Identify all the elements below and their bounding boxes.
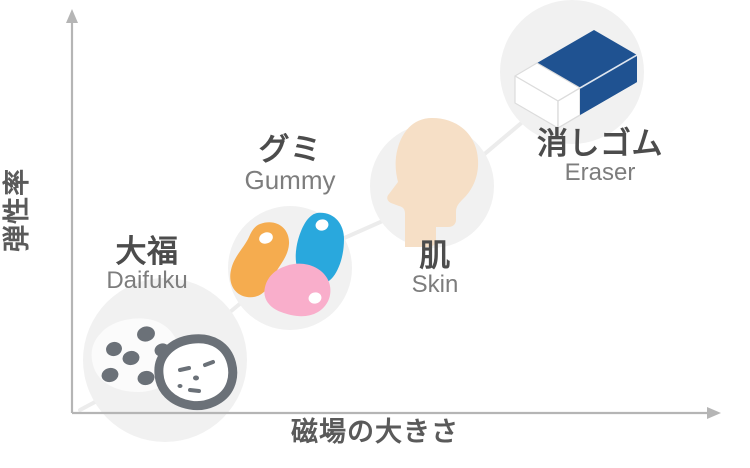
gummy-bean-pink	[264, 263, 331, 317]
daifuku-icon	[91, 318, 238, 411]
node-label-eraser-en: Eraser	[564, 158, 636, 186]
node-label-gummy-en: Gummy	[244, 164, 336, 195]
node-label-eraser: 消しゴム Eraser	[505, 128, 695, 185]
node-label-skin: 肌 Skin	[365, 240, 505, 297]
arrow-right-icon	[707, 407, 721, 419]
node-label-eraser-jp: 消しゴム	[537, 126, 663, 161]
node-label-skin-jp: 肌	[419, 238, 451, 273]
arrow-up-icon	[66, 9, 78, 23]
node-label-daifuku: 大福 Daifuku	[62, 236, 232, 293]
node-label-gummy-jp: グミ	[258, 132, 322, 167]
chart-axes	[66, 9, 721, 419]
gummy-candies-icon	[230, 212, 344, 317]
head-profile-icon	[387, 118, 479, 247]
node-label-daifuku-jp: 大福	[115, 234, 179, 269]
node-label-daifuku-en: Daifuku	[106, 266, 188, 294]
node-label-gummy: グミ Gummy	[200, 134, 380, 193]
node-label-skin-en: Skin	[411, 270, 459, 298]
gummy-bean-orange	[230, 222, 290, 298]
eraser-3d-icon	[514, 30, 638, 130]
y-axis-label: 弾性率	[2, 167, 33, 252]
x-axis-label: 磁場の大きさ	[291, 417, 459, 447]
